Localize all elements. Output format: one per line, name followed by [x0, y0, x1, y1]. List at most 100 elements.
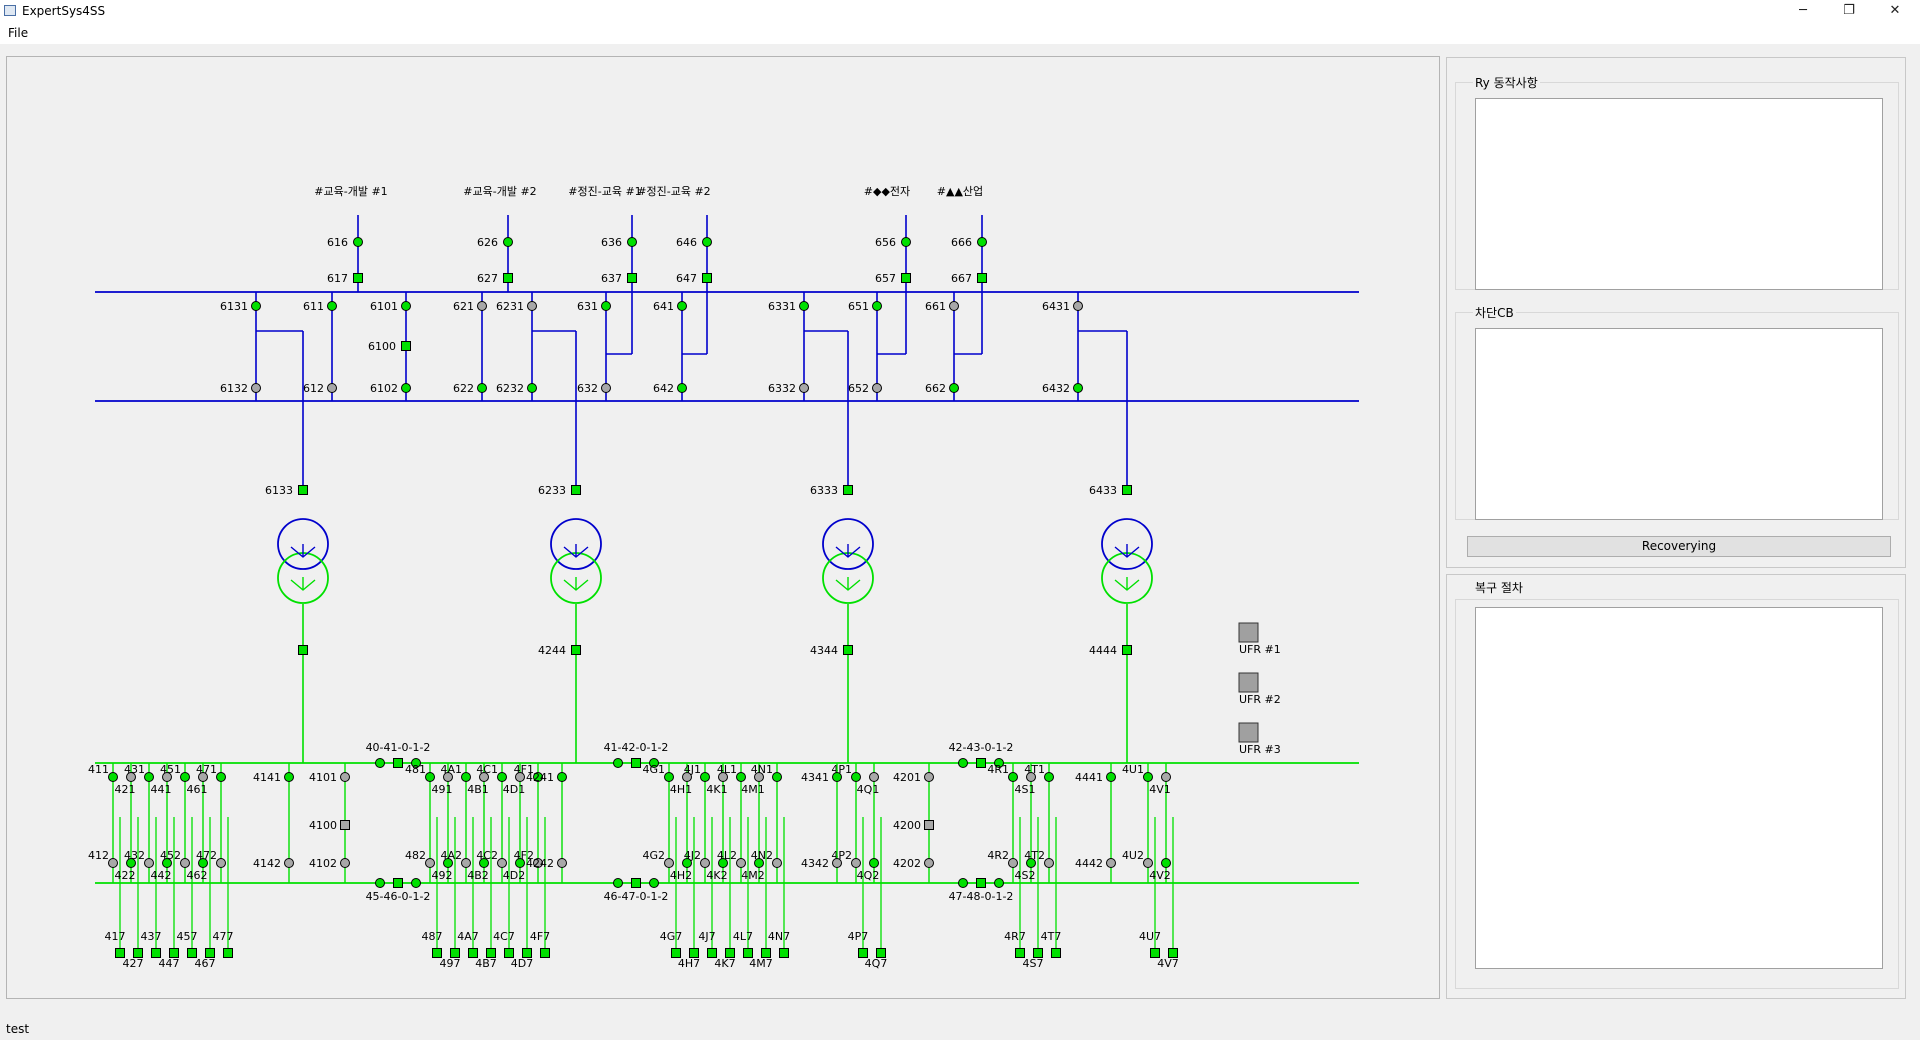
hv-switch-upper[interactable]: [401, 301, 411, 311]
lv-outgoing-breaker[interactable]: [169, 948, 179, 958]
lv-outgoing-breaker[interactable]: [522, 948, 532, 958]
lv-tie-switch[interactable]: [411, 758, 421, 768]
lv-outgoing-breaker[interactable]: [707, 948, 717, 958]
lv-switch-upper[interactable]: [126, 772, 136, 782]
lv-switch-upper[interactable]: [772, 772, 782, 782]
lv-tie-switch[interactable]: [994, 758, 1004, 768]
lv-misc-switch[interactable]: [557, 858, 567, 868]
feeder-breaker[interactable]: [503, 273, 513, 283]
transformer-lv-breaker[interactable]: [298, 645, 308, 655]
feeder-switch[interactable]: [901, 237, 911, 247]
hv-switch-upper[interactable]: [949, 301, 959, 311]
hv-switch-lower[interactable]: [601, 383, 611, 393]
lv-tie-breaker[interactable]: [976, 758, 986, 768]
lv-switch-lower[interactable]: [162, 858, 172, 868]
lv-tie-breaker[interactable]: [631, 758, 641, 768]
hv-switch-upper[interactable]: [477, 301, 487, 311]
lv-outgoing-breaker[interactable]: [725, 948, 735, 958]
hv-switch-upper[interactable]: [251, 301, 261, 311]
lv-switch-lower[interactable]: [851, 858, 861, 868]
lv-switch-lower[interactable]: [198, 858, 208, 868]
lv-outgoing-breaker[interactable]: [151, 948, 161, 958]
transformer-lv-breaker[interactable]: [1122, 645, 1132, 655]
lv-tie-switch[interactable]: [649, 758, 659, 768]
feeder-switch[interactable]: [503, 237, 513, 247]
lv-outgoing-breaker[interactable]: [468, 948, 478, 958]
lv-switch-lower[interactable]: [479, 858, 489, 868]
lv-switch-upper[interactable]: [754, 772, 764, 782]
lv-switch-upper[interactable]: [425, 772, 435, 782]
hv-switch-lower[interactable]: [799, 383, 809, 393]
transformer-lv-breaker[interactable]: [843, 645, 853, 655]
lv-switch-upper[interactable]: [682, 772, 692, 782]
hv-switch-lower[interactable]: [527, 383, 537, 393]
lv-misc-switch[interactable]: [284, 772, 294, 782]
hv-switch-lower[interactable]: [872, 383, 882, 393]
lv-switch-lower[interactable]: [700, 858, 710, 868]
lv-outgoing-breaker[interactable]: [761, 948, 771, 958]
lv-tie-switch[interactable]: [958, 878, 968, 888]
hv-switch-lower[interactable]: [677, 383, 687, 393]
lv-misc-switch[interactable]: [340, 858, 350, 868]
lv-switch-upper[interactable]: [443, 772, 453, 782]
lv-outgoing-breaker[interactable]: [671, 948, 681, 958]
lv-switch-lower[interactable]: [497, 858, 507, 868]
feeder-breaker[interactable]: [977, 273, 987, 283]
lv-switch-upper[interactable]: [664, 772, 674, 782]
lv-switch-lower[interactable]: [1143, 858, 1153, 868]
lv-switch-upper[interactable]: [1143, 772, 1153, 782]
lv-tie-switch[interactable]: [994, 878, 1004, 888]
hv-switch-upper[interactable]: [677, 301, 687, 311]
lv-switch-lower[interactable]: [443, 858, 453, 868]
lv-switch-upper[interactable]: [180, 772, 190, 782]
transformer-hv-breaker[interactable]: [843, 485, 853, 495]
lv-switch-upper[interactable]: [1161, 772, 1171, 782]
lv-switch-upper[interactable]: [497, 772, 507, 782]
lv-tie-breaker[interactable]: [393, 758, 403, 768]
hv-switch-lower[interactable]: [401, 383, 411, 393]
lv-switch-lower[interactable]: [1161, 858, 1171, 868]
hv-switch-lower[interactable]: [949, 383, 959, 393]
lv-tie-switch[interactable]: [613, 878, 623, 888]
feeder-breaker[interactable]: [702, 273, 712, 283]
lv-switch-upper[interactable]: [216, 772, 226, 782]
lv-outgoing-breaker[interactable]: [743, 948, 753, 958]
lv-misc-switch[interactable]: [1106, 772, 1116, 782]
lv-misc-switch[interactable]: [832, 858, 842, 868]
lv-tie-breaker[interactable]: [631, 878, 641, 888]
lv-outgoing-breaker[interactable]: [432, 948, 442, 958]
lv-switch-lower[interactable]: [533, 858, 543, 868]
lv-outgoing-breaker[interactable]: [1051, 948, 1061, 958]
lv-misc-breaker[interactable]: [924, 820, 934, 830]
restore-button[interactable]: ❐: [1843, 3, 1855, 18]
lv-outgoing-breaker[interactable]: [223, 948, 233, 958]
lv-switch-lower[interactable]: [1026, 858, 1036, 868]
lv-tie-switch[interactable]: [375, 878, 385, 888]
lv-outgoing-breaker[interactable]: [1033, 948, 1043, 958]
transformer-hv-breaker[interactable]: [298, 485, 308, 495]
hv-switch-lower[interactable]: [477, 383, 487, 393]
hv-switch-upper[interactable]: [799, 301, 809, 311]
hv-switch-lower[interactable]: [327, 383, 337, 393]
lv-switch-lower[interactable]: [869, 858, 879, 868]
lv-switch-upper[interactable]: [869, 772, 879, 782]
lv-outgoing-breaker[interactable]: [779, 948, 789, 958]
procedure-textbox[interactable]: [1475, 607, 1883, 969]
lv-misc-switch[interactable]: [1106, 858, 1116, 868]
lv-outgoing-breaker[interactable]: [858, 948, 868, 958]
lv-switch-upper[interactable]: [479, 772, 489, 782]
lv-switch-lower[interactable]: [736, 858, 746, 868]
relay-textbox[interactable]: [1475, 98, 1883, 290]
feeder-switch[interactable]: [977, 237, 987, 247]
lv-switch-upper[interactable]: [1026, 772, 1036, 782]
lv-switch-lower[interactable]: [772, 858, 782, 868]
lv-switch-lower[interactable]: [180, 858, 190, 868]
lv-switch-upper[interactable]: [851, 772, 861, 782]
feeder-breaker[interactable]: [353, 273, 363, 283]
lv-switch-lower[interactable]: [1008, 858, 1018, 868]
recovering-button[interactable]: Recoverying: [1467, 536, 1891, 557]
ufr-indicator[interactable]: [1238, 622, 1259, 643]
lv-switch-lower[interactable]: [144, 858, 154, 868]
lv-tie-breaker[interactable]: [976, 878, 986, 888]
lv-misc-breaker[interactable]: [340, 820, 350, 830]
